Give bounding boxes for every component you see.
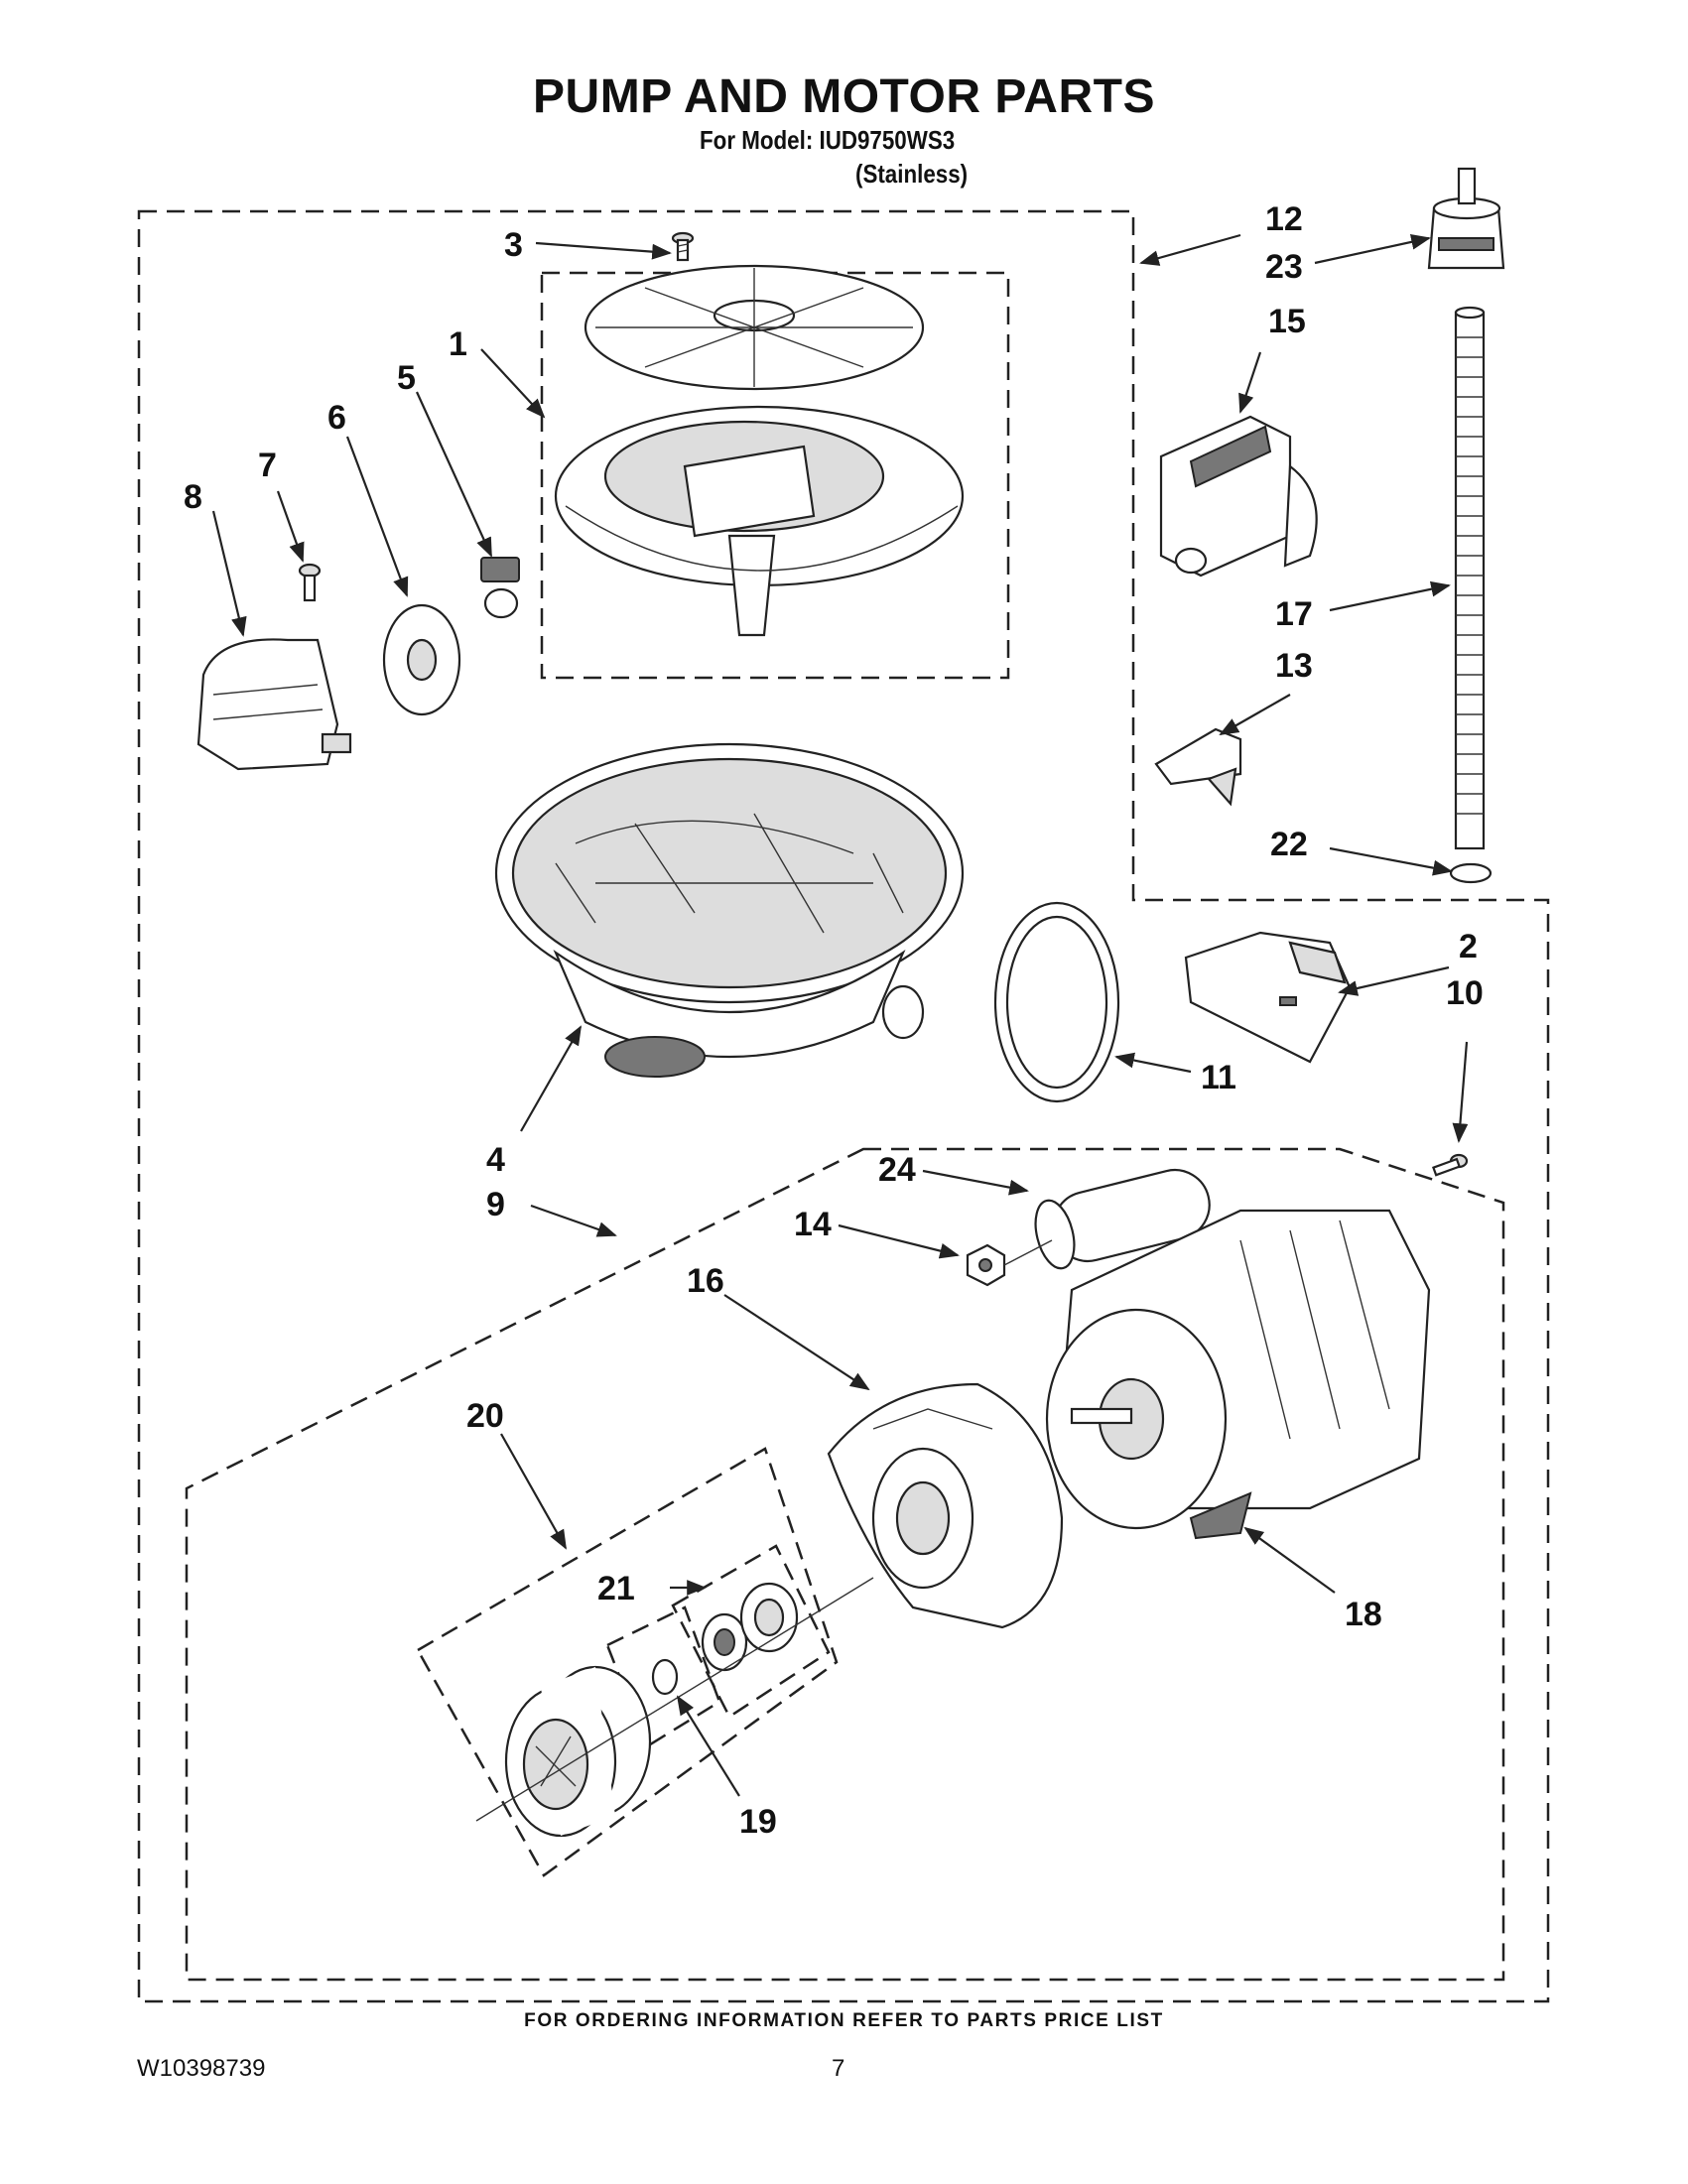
impeller-20	[504, 1665, 652, 1838]
callout-4: 4	[486, 1141, 505, 1179]
callout-10: 10	[1446, 974, 1484, 1012]
pump-cover-16	[827, 1382, 1064, 1629]
callout-3: 3	[504, 226, 523, 264]
pump-housing-4	[494, 742, 965, 1078]
callout-18: 18	[1345, 1596, 1382, 1633]
pump-cover-8	[196, 638, 352, 771]
seal-21	[701, 1582, 799, 1672]
callout-5: 5	[397, 359, 416, 397]
callout-19: 19	[739, 1803, 777, 1841]
motor-18	[1045, 1209, 1431, 1540]
capacitor-24	[1034, 1169, 1211, 1270]
assembly-axis-line	[475, 1577, 874, 1822]
callout-20: 20	[466, 1397, 504, 1435]
callout-15: 15	[1268, 303, 1306, 340]
gasket-11	[993, 901, 1120, 1103]
seal-group-box-20	[416, 1447, 839, 1877]
housing-cover-6	[382, 603, 461, 716]
page-title: PUMP AND MOTOR PARTS	[533, 70, 1155, 123]
callout-23: 23	[1265, 248, 1303, 286]
spray-arm-assembly-1	[554, 264, 965, 637]
page-number: 7	[832, 2055, 845, 2082]
bracket-13	[1154, 727, 1242, 807]
screw-3	[671, 231, 695, 262]
seal-group-box-21	[671, 1544, 831, 1719]
callout-17: 17	[1275, 595, 1313, 633]
callout-16: 16	[687, 1262, 724, 1300]
ordering-note: FOR ORDERING INFORMATION REFER TO PARTS …	[524, 2010, 1164, 2031]
callout-24: 24	[878, 1151, 916, 1189]
hose-clamp-22	[1449, 862, 1493, 884]
callout-7: 7	[258, 447, 277, 484]
callout-1: 1	[449, 325, 467, 363]
document-number: W10398739	[137, 2055, 266, 2082]
callout-6: 6	[327, 399, 346, 437]
hose-17	[1454, 306, 1486, 850]
callout-12: 12	[1265, 200, 1303, 238]
callout-9: 9	[486, 1186, 505, 1223]
model-line: For Model: IUD9750WS3	[700, 125, 956, 155]
nut-14	[966, 1243, 1006, 1287]
filter-clip-5	[480, 557, 520, 619]
washer-19	[651, 1658, 679, 1696]
callout-13: 13	[1275, 647, 1313, 685]
callout-14: 14	[794, 1206, 832, 1243]
callout-2: 2	[1459, 928, 1478, 965]
valve-23	[1427, 167, 1505, 270]
motor-group-box	[185, 1147, 1505, 1982]
assembly-axis-line-upper	[1003, 1239, 1053, 1266]
outer-group-box	[137, 209, 1550, 2003]
screw-10	[1432, 1153, 1469, 1177]
leader-arrows	[211, 233, 1469, 1797]
callout-8: 8	[184, 478, 202, 516]
callout-21: 21	[597, 1570, 635, 1607]
callout-22: 22	[1270, 826, 1308, 863]
diverter-motor-15	[1159, 415, 1318, 578]
finish-line: (Stainless)	[855, 159, 969, 189]
cover-2	[1184, 931, 1352, 1064]
screw-7	[298, 563, 322, 602]
callout-11: 11	[1201, 1059, 1236, 1096]
